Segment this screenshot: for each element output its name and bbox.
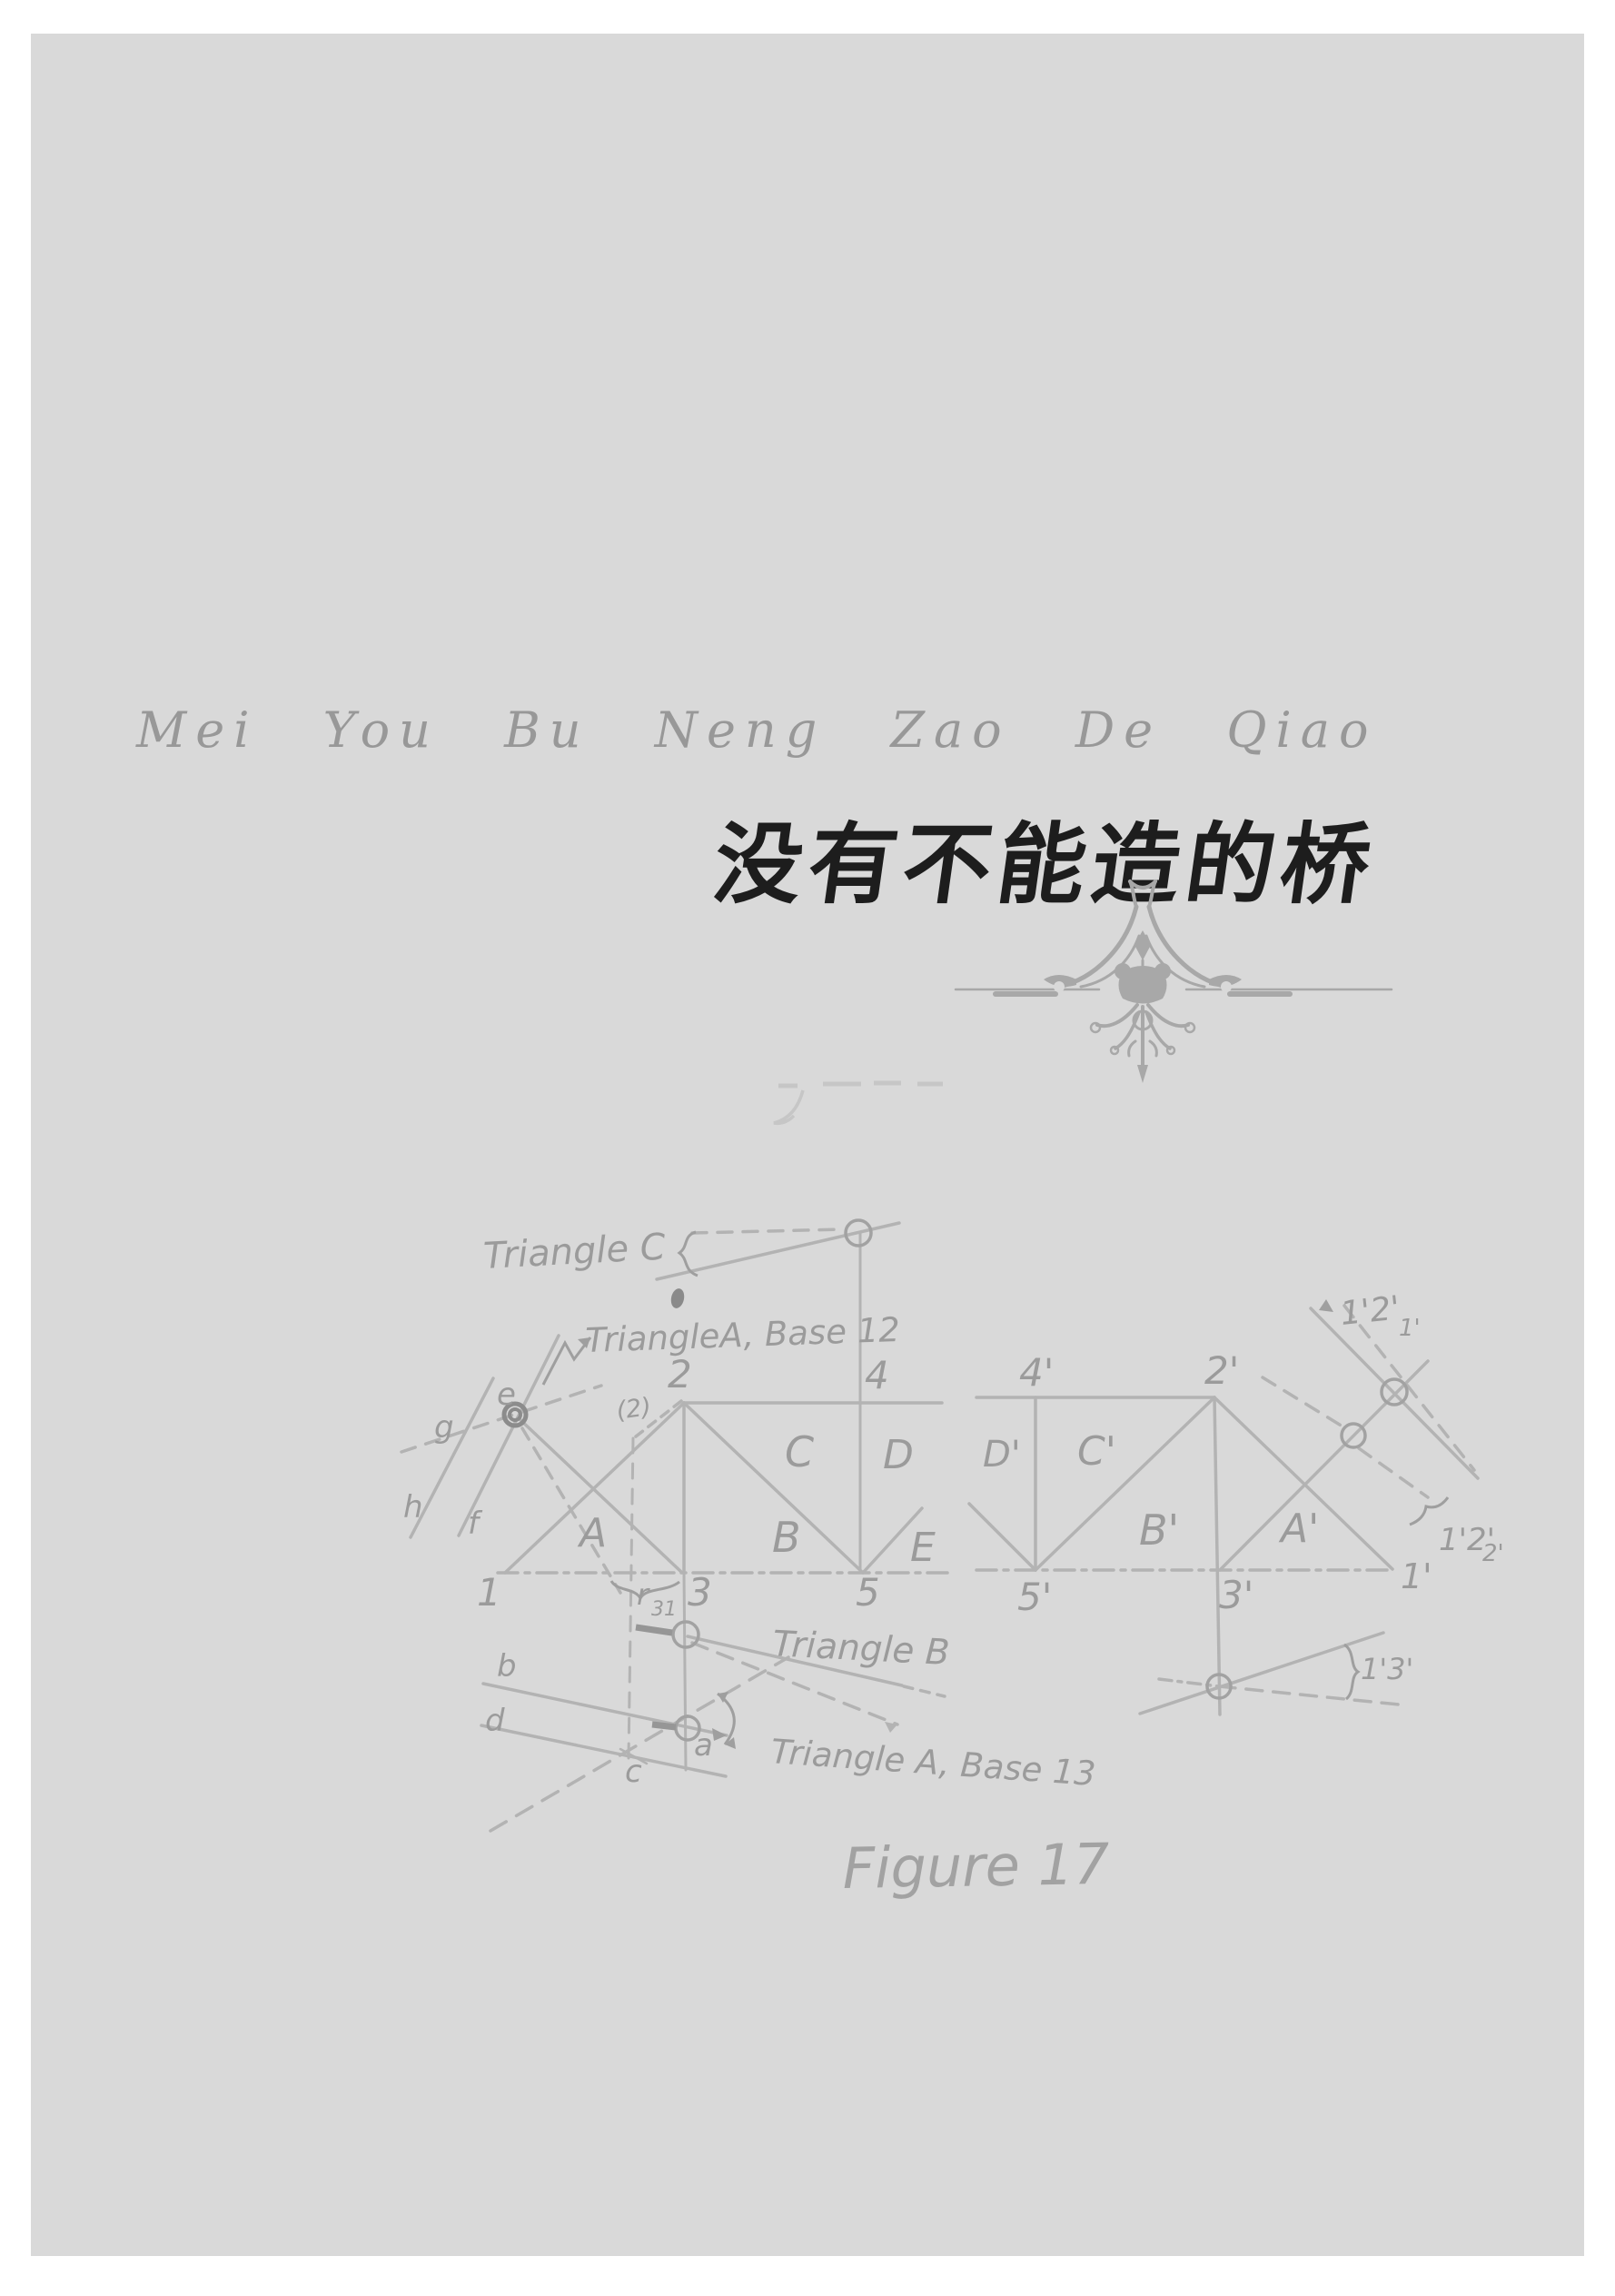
node-label-5p: 5' <box>1017 1575 1052 1619</box>
node-label-1: 1 <box>477 1570 501 1615</box>
paper-background <box>31 34 1584 2256</box>
panel-label-B: B <box>772 1513 801 1562</box>
annotation-marks <box>541 1230 1450 1749</box>
point-label-b: b <box>497 1648 517 1685</box>
panel-label-A: A <box>577 1510 607 1556</box>
panel-label-Bp: B' <box>1139 1506 1179 1555</box>
panel-label-C: C <box>785 1427 814 1476</box>
node-label-paren2: (2) <box>615 1393 653 1426</box>
point-label-g: g <box>434 1409 454 1446</box>
figure-caption: Figure 17 <box>842 1831 1110 1902</box>
callout-triangle-a-base-12: TriangleA, Base 12 <box>585 1310 901 1360</box>
panel-label-Ap: A' <box>1278 1506 1319 1552</box>
pinyin-title: Mei You Bu Neng Zao De Qiao <box>136 701 1378 759</box>
node-label-1p: 1' <box>1401 1556 1432 1596</box>
measure-1p2p-sub: 1' <box>1399 1315 1421 1342</box>
measure-r31-sub: 31 <box>651 1598 677 1621</box>
measure-r31: r <box>637 1577 650 1612</box>
truss-diagram-lines <box>400 1221 1480 1833</box>
measure-1p2p2p-sub: 2' <box>1482 1540 1504 1567</box>
callout-triangle-c: Triangle C <box>482 1227 667 1277</box>
panel-label-Cp: C' <box>1077 1428 1116 1475</box>
ghost-print-marks <box>773 1080 943 1126</box>
callout-triangle-b: Triangle B <box>771 1624 950 1674</box>
point-label-d: d <box>485 1703 505 1739</box>
point-label-a: a <box>694 1727 713 1764</box>
point-label-h: h <box>403 1489 423 1526</box>
node-label-3p: 3' <box>1219 1573 1253 1617</box>
node-label-2: 2 <box>668 1352 692 1396</box>
node-label-4p: 4' <box>1019 1350 1054 1395</box>
measure-1p3p: 1'3' <box>1361 1652 1413 1686</box>
measure-1p2p: 1'2' <box>1339 1289 1402 1333</box>
panel-label-E: E <box>910 1525 936 1571</box>
node-label-4: 4 <box>865 1353 889 1397</box>
callout-triangle-a-base-13: Triangle A, Base 13 <box>769 1732 1096 1794</box>
node-label-5: 5 <box>856 1570 880 1615</box>
point-label-c: c <box>625 1754 642 1790</box>
point-label-f: f <box>468 1506 483 1542</box>
panel-label-D: D <box>883 1432 914 1478</box>
node-label-2p: 2' <box>1204 1348 1239 1393</box>
node-label-3: 3 <box>688 1570 712 1615</box>
bridge-ornament-icon <box>954 880 1393 1083</box>
measure-1p2p2p: 1'2' <box>1439 1522 1495 1558</box>
point-label-e: e <box>497 1377 516 1413</box>
circled-node-markers <box>501 1218 1409 1742</box>
diagram-labels: Triangle C TriangleA, Base 12 Triangle B… <box>403 1227 1504 1794</box>
panel-label-Dp: D' <box>983 1434 1021 1476</box>
